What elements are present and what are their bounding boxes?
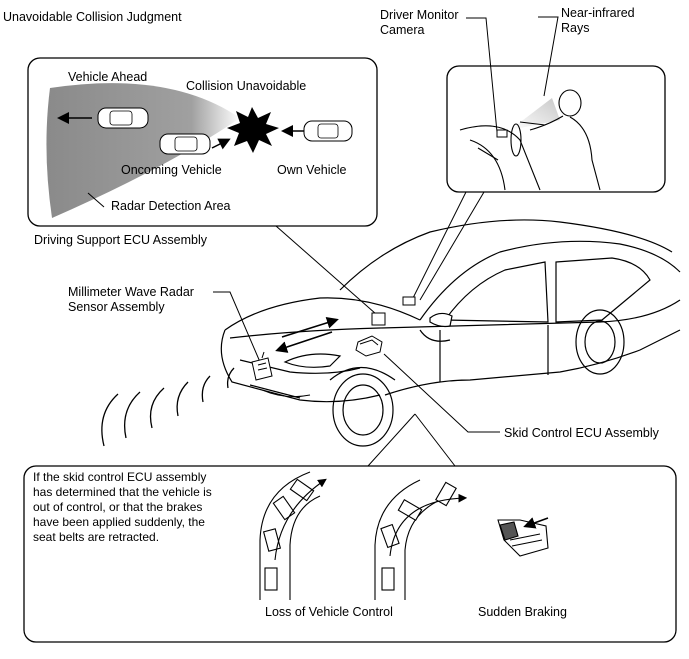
driver-monitor-inset [446,65,666,193]
label-driver-monitor-camera-2: Camera [380,23,425,37]
radar-detection-area [46,83,240,218]
label-near-infrared-1: Near-infrared [561,6,635,20]
radar-arrow-in [275,331,333,353]
sudden-braking-icon [497,517,549,557]
driver-camera-on-car-icon [402,296,416,306]
label-own-vehicle: Own Vehicle [277,163,347,177]
label-radar-sensor-1: Millimeter Wave Radar [68,285,194,299]
label-driving-support-ecu: Driving Support ECU Assembly [34,233,207,247]
label-radar-detection-area: Radar Detection Area [111,199,231,213]
leader-lines [213,16,559,467]
label-radar-sensor-2: Sensor Assembly [68,300,165,314]
radar-arrow-out [281,316,339,338]
oncoming-vehicle-icon [159,133,211,155]
loss-of-control-scene-1 [259,471,327,600]
label-near-infrared-2: Rays [561,21,590,35]
seatbelt-description: If the skid control ECU assembly has det… [33,470,212,544]
collision-burst-icon [227,107,279,153]
label-vehicle-ahead: Vehicle Ahead [68,70,148,84]
label-skid-control-ecu: Skid Control ECU Assembly [504,426,659,440]
vehicle-ahead-icon [97,107,149,129]
seatbelt-inset [23,465,677,643]
front-wheel [332,373,394,447]
driver-monitor-camera-icon [496,129,508,138]
label-oncoming-vehicle: Oncoming Vehicle [121,163,222,177]
millimeter-wave-radar-icon [251,351,273,381]
loss-of-control-scene-2 [374,479,468,600]
driving-support-ecu-icon [371,312,386,326]
label-loss-of-control: Loss of Vehicle Control [265,605,393,619]
diagram-title: Unavoidable Collision Judgment [3,10,182,24]
collision-inset [27,57,378,227]
label-sudden-braking: Sudden Braking [478,605,567,619]
car-illustration [220,219,681,447]
radar-waves [101,367,235,447]
rear-wheel [575,309,625,375]
label-driver-monitor-camera-1: Driver Monitor [380,8,459,22]
own-vehicle-icon [303,120,353,142]
driver-figure [459,89,601,191]
label-collision-unavoidable: Collision Unavoidable [186,79,307,93]
skid-control-ecu-icon [355,335,383,357]
